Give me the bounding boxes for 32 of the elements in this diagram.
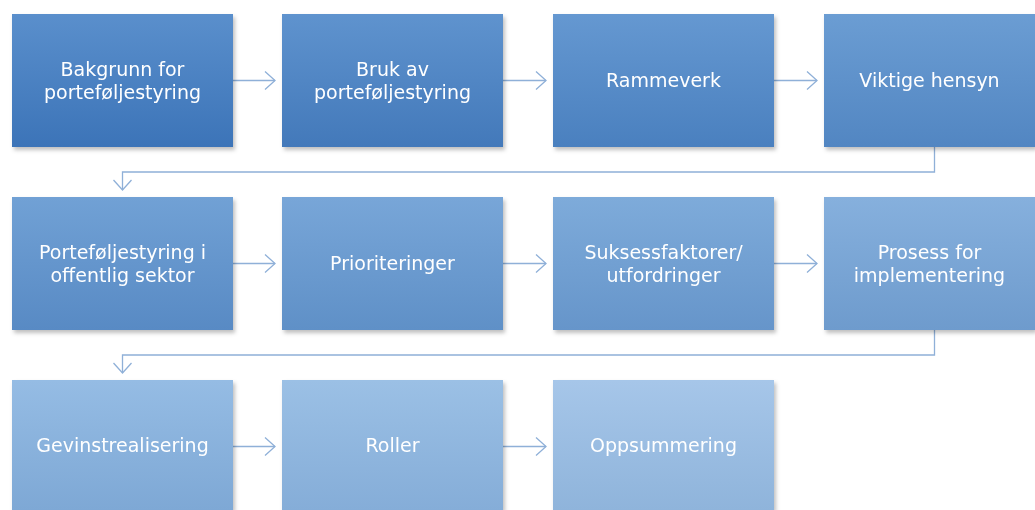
arrow [112,329,936,374]
arrow [502,436,547,457]
step-label: Roller [364,433,421,457]
process-box [12,197,233,330]
process-box [553,14,774,147]
step-label: Viktige hensyn [858,69,1001,92]
step-label: Bakgrunn for porteføljestyring [43,57,202,104]
arrow [502,253,547,274]
step-label: Bruk av porteføljestyring [313,57,472,104]
process-box [282,14,503,147]
step-label: Rammeverk [605,69,722,92]
arrow [773,70,818,91]
arrow [773,253,818,274]
process-box [12,380,233,510]
step-label: Suksessfaktorer/ utfordringer [583,240,744,287]
arrow [502,70,547,91]
arrow [232,70,276,91]
step-label: Oppsummering [589,433,738,457]
process-box [282,197,503,330]
step-label: Prioriteringer [329,252,456,275]
process-box [824,197,1035,330]
arrow [232,253,276,274]
step-label: Gevinstrealisering [35,433,210,457]
arrow [112,146,936,191]
process-box [282,380,503,510]
arrow [232,436,276,457]
process-box [553,380,774,510]
step-label: Porteføljestyring i offentlig sektor [38,240,207,287]
process-box [12,14,233,147]
process-box [824,14,1035,147]
process-box [553,197,774,330]
step-label: Prosess for implementering [852,240,1007,287]
